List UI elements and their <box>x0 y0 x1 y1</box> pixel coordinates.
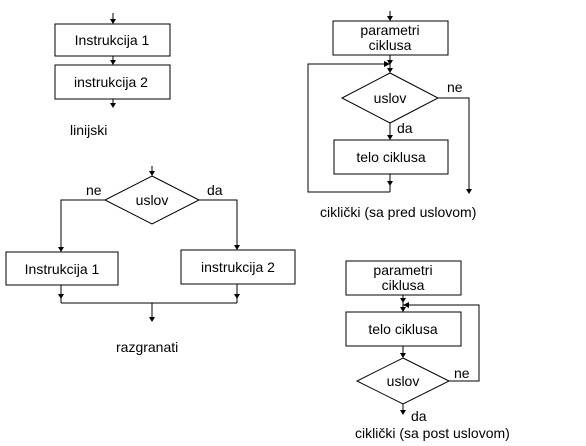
post-loop-no-label: ne <box>454 365 470 381</box>
post-loop-no-line <box>403 304 480 382</box>
pre-loop-condition-label: uslov <box>374 90 407 106</box>
pre-loop-params-line2: ciklusa <box>369 37 412 53</box>
post-loop-body-exit-arrow <box>400 353 406 358</box>
pre-loop-no-line <box>438 97 470 192</box>
branch-exit-arrow <box>149 317 155 322</box>
branch-left-instruction-label: Instrukcija 1 <box>25 261 100 277</box>
post-loop-body-box <box>345 311 462 347</box>
post-loop-no-arrow <box>403 302 409 308</box>
pre-loop-body-exit-arrow <box>387 181 393 186</box>
pre-loop-flow: parametri ciklusa uslov ne da telo ciklu… <box>307 11 476 220</box>
pre-loop-no-arrow <box>466 189 472 194</box>
pre-loop-merge-arrow <box>387 68 393 73</box>
branch-yes-label: da <box>207 182 223 198</box>
post-loop-condition-label: uslov <box>387 373 420 389</box>
post-loop-params-line1: parametri <box>373 262 432 278</box>
pre-loop-yes-label: da <box>397 120 413 136</box>
linear-instruction-2-label: instrukcija 2 <box>74 74 148 90</box>
branch-condition-label: uslov <box>136 192 169 208</box>
pre-loop-body-box <box>333 139 449 175</box>
post-loop-yes-label: da <box>411 408 427 424</box>
pre-loop-params-arrow <box>387 60 393 65</box>
pre-loop-yes-arrow <box>387 135 393 140</box>
linear-exit-arrow <box>110 103 116 108</box>
pre-loop-no-label: ne <box>447 79 463 95</box>
pre-loop-return-line <box>307 63 390 193</box>
branch-entry-arrow <box>149 171 155 176</box>
branch-left-instruction-box <box>5 251 119 286</box>
post-loop-params-arrow <box>400 298 406 303</box>
post-loop-caption: ciklički (sa post uslovom) <box>355 425 510 441</box>
post-loop-yes-arrow <box>400 410 406 415</box>
branch-no-arrow <box>58 247 64 252</box>
post-loop-flow: parametri ciklusa telo ciklusa uslov ne … <box>345 260 510 441</box>
branch-yes-line <box>199 199 238 248</box>
linear-instruction-1-label: Instrukcija 1 <box>75 32 150 48</box>
pre-loop-params-box <box>332 20 449 56</box>
branch-caption: razgranati <box>116 339 178 355</box>
pre-loop-body-label: telo ciklusa <box>356 149 425 165</box>
branch-flow: uslov ne da Instrukcija 1 instrukcija 2 … <box>5 166 296 355</box>
pre-loop-params-line1: parametri <box>360 22 419 38</box>
linear-mid-arrow <box>110 60 116 65</box>
branch-right-instruction-label: instrukcija 2 <box>201 259 275 275</box>
branch-condition-diamond <box>103 175 201 225</box>
linear-instruction-2-box <box>54 64 171 100</box>
post-loop-merge-arrow <box>400 307 406 312</box>
linear-entry-arrow <box>110 19 116 24</box>
pre-loop-return-arrow <box>384 61 390 67</box>
pre-loop-caption: ciklički (sa pred uslovom) <box>320 204 476 220</box>
post-loop-body-label: telo ciklusa <box>368 321 437 337</box>
linear-caption: linijski <box>70 122 107 138</box>
branch-no-label: ne <box>86 182 102 198</box>
post-loop-params-box <box>345 260 462 296</box>
linear-flow: Instrukcija 1 instrukcija 2 linijski <box>54 13 171 138</box>
branch-no-line <box>60 199 105 250</box>
branch-right-join-arrow <box>234 294 240 299</box>
branch-right-instruction-box <box>180 249 296 285</box>
branch-left-join-arrow <box>58 294 64 299</box>
pre-loop-entry-arrow <box>387 16 393 21</box>
branch-yes-arrow <box>234 245 240 250</box>
post-loop-params-line2: ciklusa <box>382 277 425 293</box>
